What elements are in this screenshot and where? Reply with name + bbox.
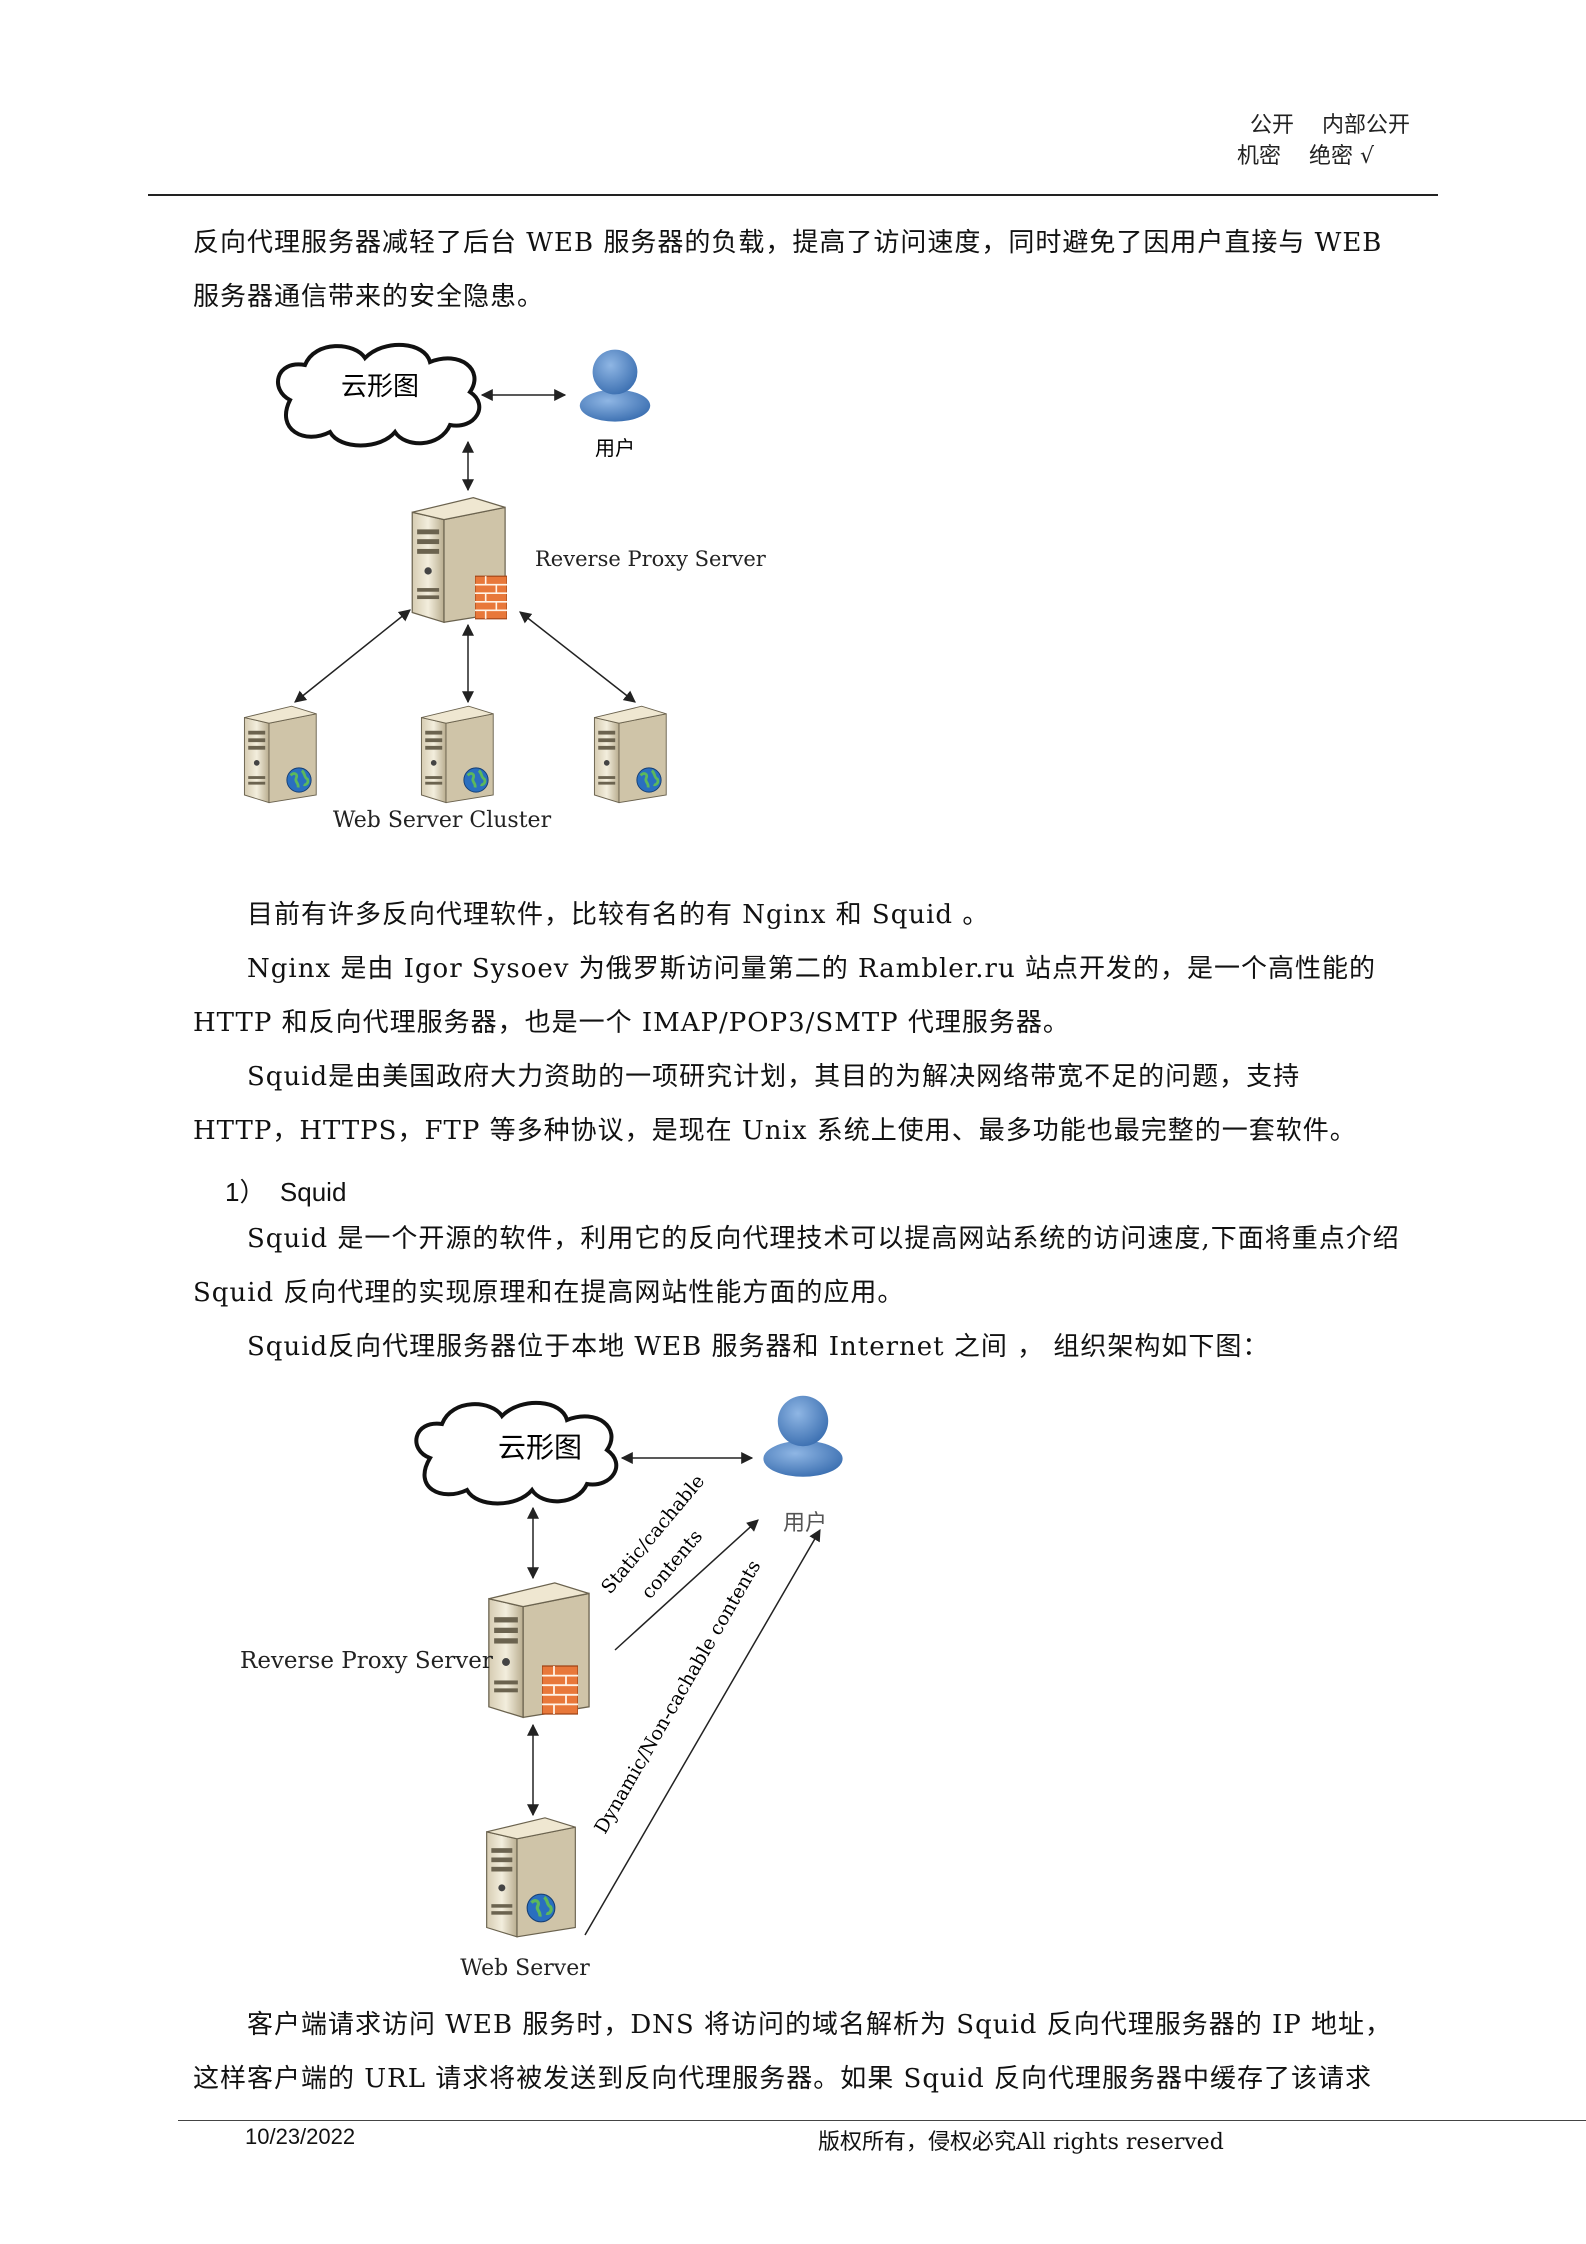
web-server-label: Web Server [460, 1956, 590, 1981]
user-icon [763, 1395, 843, 1477]
user-label: 用户 [783, 1511, 827, 1536]
cloud-shape: 云形图 [276, 343, 482, 448]
dynamic-content-arrow [584, 1528, 821, 1936]
paragraph-nginx: Nginx 是由 Igor Sysoev 为俄罗斯访问量第二的 Rambler.… [193, 954, 1376, 1038]
user-label: 用户 [595, 436, 635, 460]
globe-icon [285, 766, 313, 794]
cloud-shape: 云形图 [414, 1401, 619, 1506]
paragraph-squid-details: Squid 是一个开源的软件，利用它的反向代理技术可以提高网站系统的访问速度,下… [193, 1212, 1403, 1374]
footer-copyright: 版权所有，侵权必究All rights reserved [818, 2130, 1224, 2155]
footer-date: 10/23/2022 [245, 2124, 356, 2149]
user-icon [579, 349, 651, 422]
globe-icon [462, 766, 490, 794]
classification-line-2: 机密 绝密 √ [1237, 144, 1374, 169]
static-content-arrow [614, 1519, 759, 1651]
proxy-label: Reverse Proxy Server [535, 547, 767, 571]
paragraph-client-request-text: 客户端请求访问 WEB 服务时，DNS 将访问的域名解析为 Squid 反向代理… [193, 2010, 1392, 2094]
squid-architecture-diagram: 云形图 用户 Reverse Proxy Server Static/cacha… [240, 1395, 843, 1981]
paragraph-intro-text: 反向代理服务器减轻了后台 WEB 服务器的负载，提高了访问速度，同时避免了因用户… [193, 228, 1383, 312]
globe-icon [525, 1892, 557, 1924]
section-heading-squid: 1） Squid [225, 1177, 347, 1207]
footer-rule [178, 2120, 1586, 2121]
proxy-web3-arrow [519, 611, 636, 703]
web-server-icon [486, 1817, 576, 1938]
paragraph-intro: 反向代理服务器减轻了后台 WEB 服务器的负载，提高了访问速度，同时避免了因用户… [193, 216, 1403, 324]
proxy-label: Reverse Proxy Server [240, 1648, 493, 1674]
firewall-icon [542, 1665, 578, 1715]
cloud-label: 云形图 [341, 372, 419, 402]
cloud-label: 云形图 [498, 1431, 582, 1464]
classification-line-1: 公开 内部公开 [1250, 113, 1410, 138]
paragraph-client-request: 客户端请求访问 WEB 服务时，DNS 将访问的域名解析为 Squid 反向代理… [193, 1998, 1403, 2106]
globe-icon [635, 766, 663, 794]
paragraph-squid-intro: Squid是由美国政府大力资助的一项研究计划，其目的为解决网络带宽不足的问题，支… [193, 1062, 1357, 1146]
paragraph-software-intro: 目前有许多反向代理软件，比较有名的有 Nginx 和 Squid 。 [247, 900, 990, 930]
paragraph-squid-location: Squid反向代理服务器位于本地 WEB 服务器和 Internet 之间 ， … [247, 1332, 1270, 1362]
header-rule [148, 194, 1438, 196]
reverse-proxy-diagram: 云形图 用户 Reverse Proxy Server Web Server C… [243, 343, 767, 833]
paragraph-software-list: 目前有许多反向代理软件，比较有名的有 Nginx 和 Squid 。 Nginx… [193, 888, 1403, 1158]
proxy-web1-arrow [294, 609, 411, 703]
paragraph-squid-open-source: Squid 是一个开源的软件，利用它的反向代理技术可以提高网站系统的访问速度,下… [193, 1224, 1400, 1308]
firewall-icon [475, 575, 507, 620]
cluster-label: Web Server Cluster [333, 808, 552, 833]
dynamic-label: Dynamic/Non-cachable contents [590, 1556, 765, 1837]
